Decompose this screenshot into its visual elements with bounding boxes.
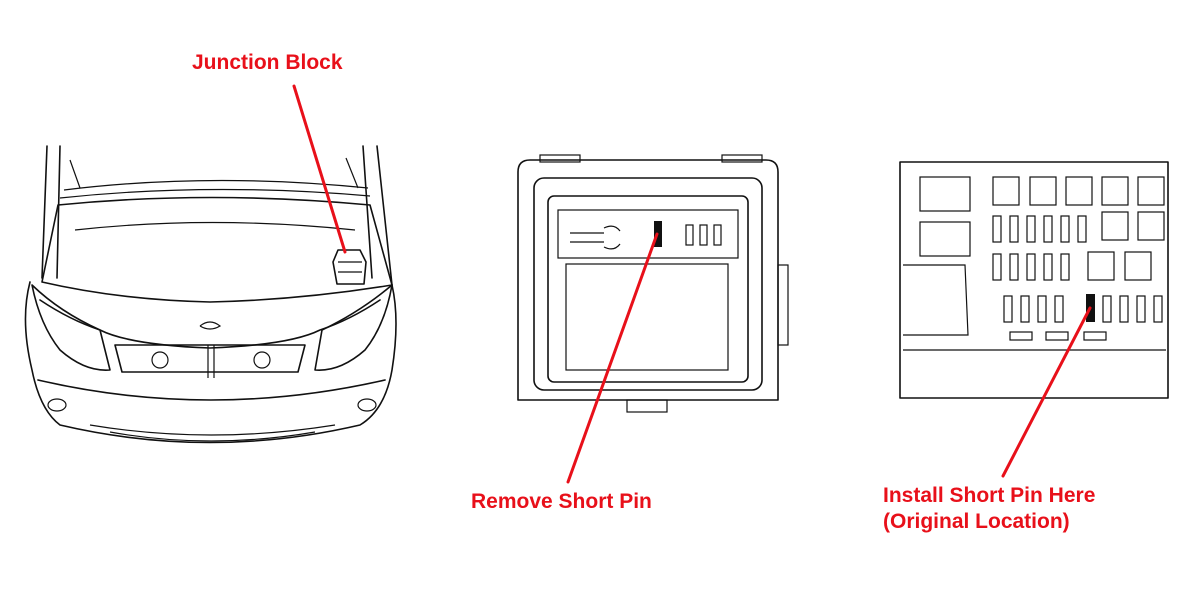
install-label-line-2: (Original Location)	[883, 510, 1070, 533]
remove-pin-leader	[566, 232, 659, 484]
install-pin-leader	[1001, 306, 1092, 478]
relay-block-removed	[517, 154, 789, 413]
install-label-line-1: Install Short Pin Here	[883, 484, 1096, 507]
fuse-block-installed	[899, 161, 1169, 399]
remove-short-pin-label: Remove Short Pin	[471, 490, 652, 513]
junction-block-leader	[292, 84, 347, 254]
car-illustration	[24, 145, 397, 444]
junction-block-label: Junction Block	[192, 51, 343, 74]
install-short-pin-label: Install Short Pin Here (Original Locatio…	[883, 483, 1095, 535]
